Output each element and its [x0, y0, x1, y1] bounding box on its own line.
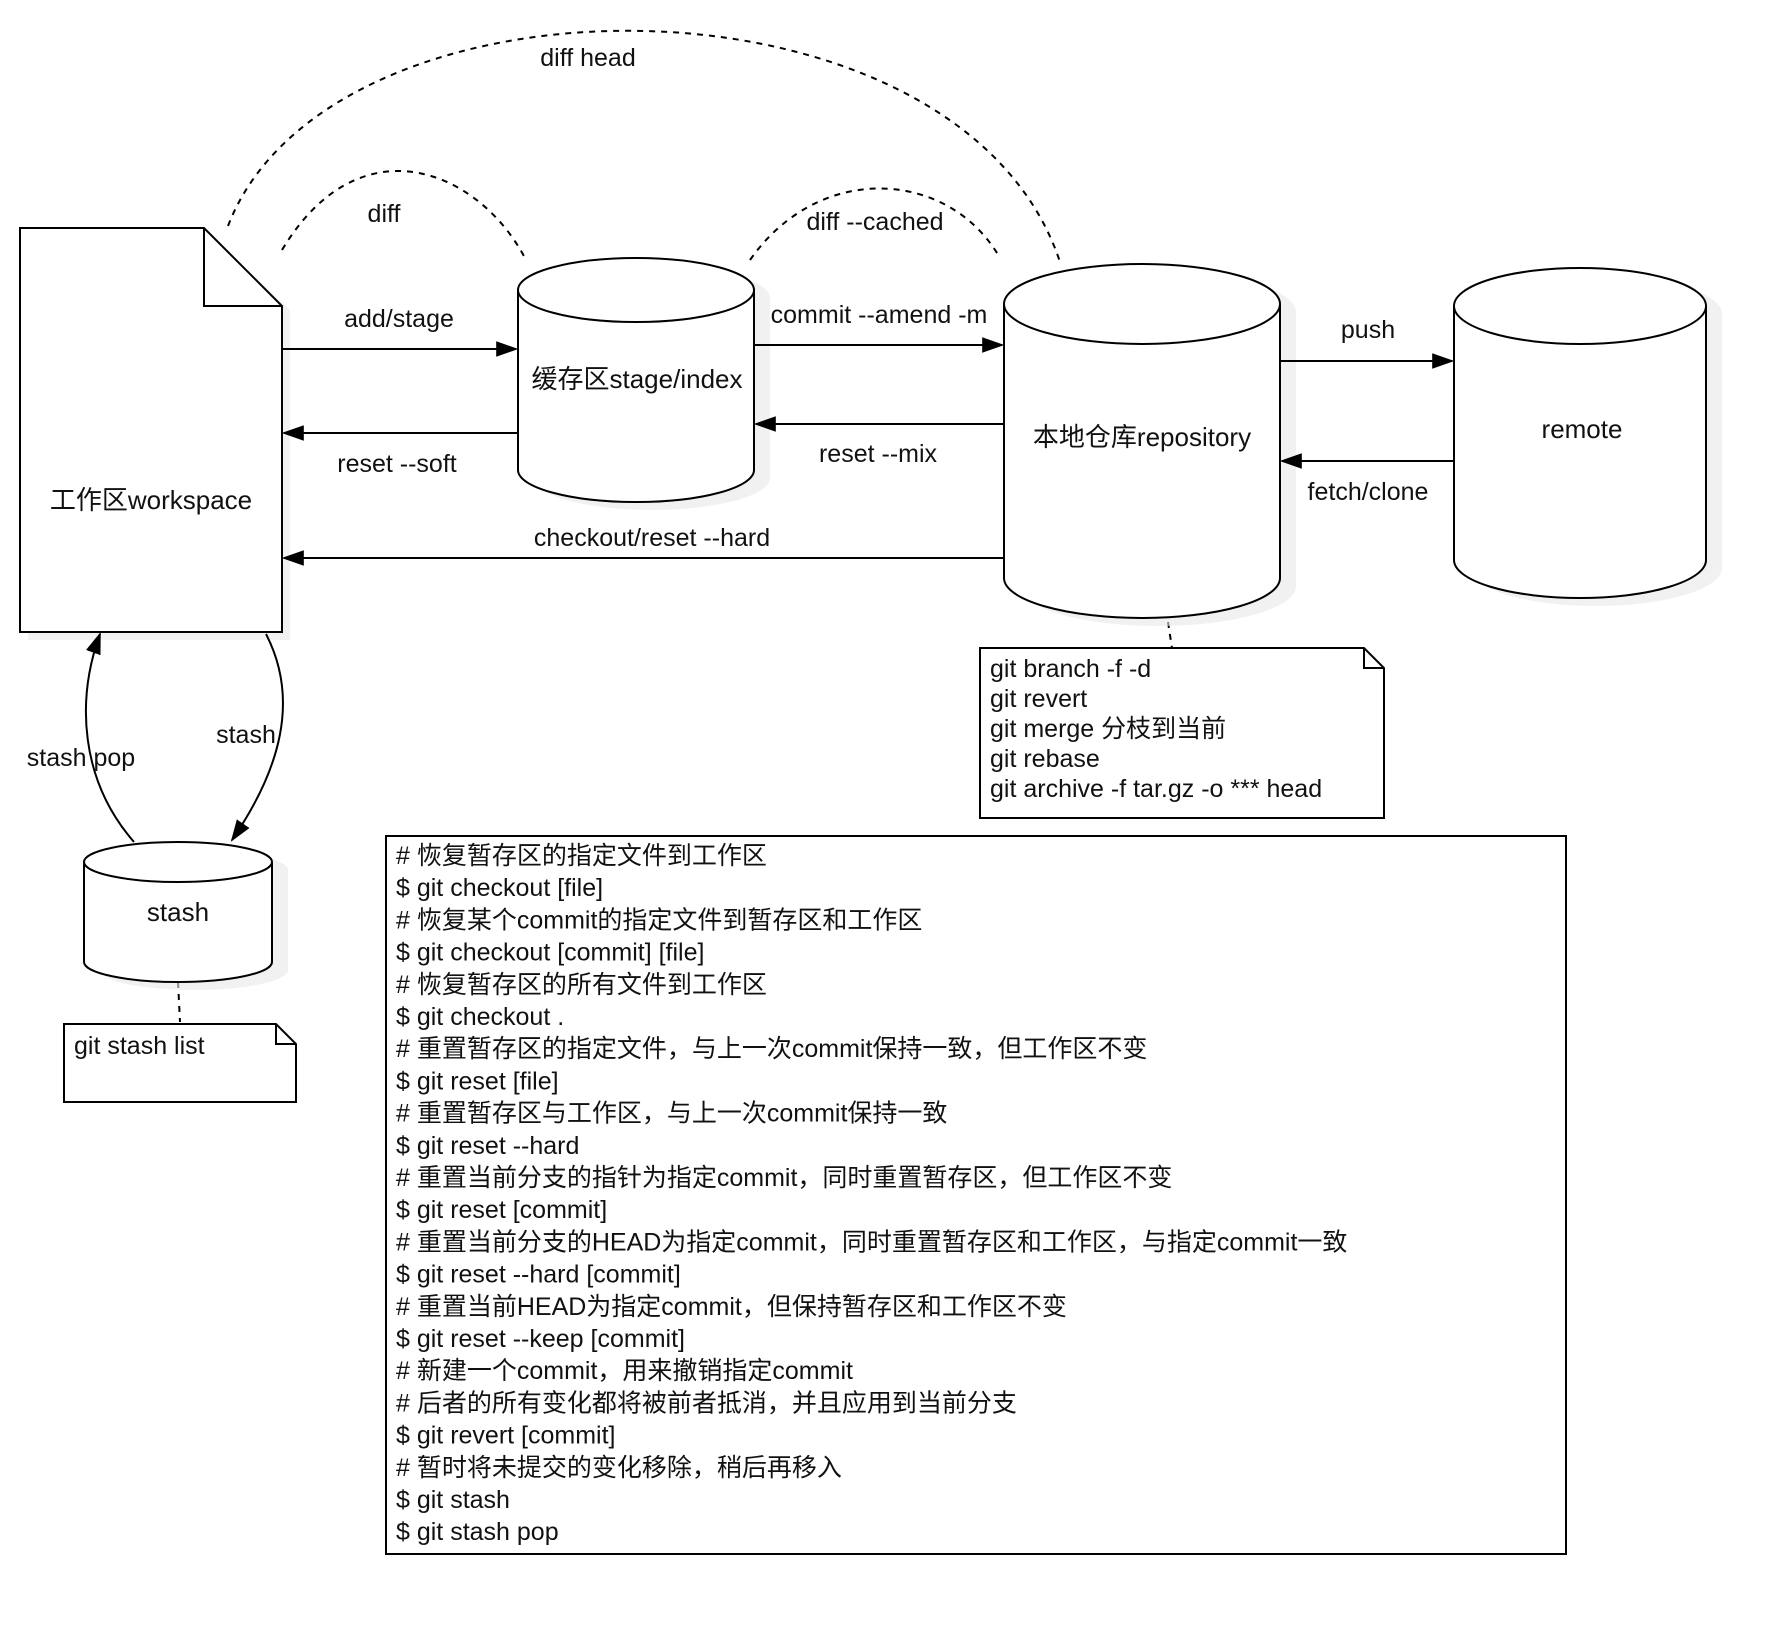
diff-label: diff	[368, 200, 401, 228]
command-line: # 新建一个commit，用来撤销指定commit	[396, 1357, 853, 1385]
command-line: # 重置当前HEAD为指定commit，但保持暂存区和工作区不变	[396, 1293, 1067, 1321]
stash-pop-label: stash pop	[27, 744, 135, 772]
commit-amend-label: commit --amend -m	[771, 301, 988, 329]
diff-head-arc	[227, 29, 1061, 263]
repo-note-line: git revert	[990, 685, 1087, 713]
command-line: $ git revert [commit]	[396, 1422, 616, 1450]
command-line: $ git stash	[396, 1486, 510, 1514]
stash-note-line: git stash list	[74, 1032, 205, 1060]
stash-pop-arrow	[84, 631, 135, 843]
command-line: # 恢复某个commit的指定文件到暂存区和工作区	[396, 906, 922, 934]
command-line: $ git checkout .	[396, 1003, 564, 1031]
repository-node: 本地仓库repository	[1003, 263, 1296, 626]
command-line: # 重置当前分支的HEAD为指定commit，同时重置暂存区和工作区，与指定co…	[396, 1228, 1347, 1256]
checkout-reset-hard-label: checkout/reset --hard	[534, 524, 770, 552]
repo-note-line: git merge 分枝到当前	[990, 715, 1226, 743]
repo-note-line: git archive -f tar.gz -o *** head	[990, 775, 1322, 803]
stash-node: stash	[83, 841, 288, 990]
command-line: $ git reset --hard [commit]	[396, 1261, 681, 1289]
workspace-node: 工作区workspace	[19, 227, 290, 640]
commands-lines: # 恢复暂存区的指定文件到工作区 $ git checkout [file] # 恢…	[396, 842, 1347, 1546]
command-line: # 恢复暂存区的指定文件到工作区	[396, 842, 767, 870]
push-label: push	[1341, 316, 1395, 344]
stash-label: stash	[147, 897, 209, 927]
repo-note-line: git branch -f -d	[990, 655, 1151, 683]
stage-node: 缓存区stage/index	[517, 257, 770, 510]
reset-mix-label: reset --mix	[819, 440, 938, 468]
command-line: $ git stash pop	[396, 1518, 559, 1546]
command-line: $ git reset [file]	[396, 1067, 559, 1095]
command-line: $ git reset --hard	[396, 1132, 579, 1160]
repo-note-line: git rebase	[990, 745, 1100, 773]
diff-cached-arc	[749, 187, 1001, 261]
add-stage-label: add/stage	[344, 305, 454, 333]
reset-soft-label: reset --soft	[337, 450, 457, 478]
diff-arc	[281, 170, 527, 261]
diff-cached-label: diff --cached	[806, 208, 943, 236]
repo-note-connector	[1167, 621, 1173, 649]
workspace-label: 工作区workspace	[50, 485, 252, 515]
commands-box: # 恢复暂存区的指定文件到工作区 $ git checkout [file] # 恢…	[385, 835, 1567, 1555]
repo-note: git branch -f -d git revert git merge 分枝…	[979, 647, 1385, 819]
command-line: # 重置暂存区与工作区，与上一次commit保持一致	[396, 1100, 947, 1128]
stash-note: git stash list	[63, 1023, 297, 1103]
command-line: # 重置当前分支的指针为指定commit，同时重置暂存区，但工作区不变	[396, 1164, 1172, 1192]
command-line: $ git reset --keep [commit]	[396, 1325, 685, 1353]
stash-arrow	[230, 633, 284, 842]
remote-label: remote	[1542, 414, 1623, 444]
repository-label: 本地仓库repository	[1033, 422, 1251, 452]
diff-head-label: diff head	[540, 44, 635, 72]
command-line: # 恢复暂存区的所有文件到工作区	[396, 971, 767, 999]
stage-label: 缓存区stage/index	[532, 364, 743, 394]
command-line: # 后者的所有变化都将被前者抵消，并且应用到当前分支	[396, 1389, 1017, 1417]
stash-label-edge: stash	[216, 721, 276, 749]
command-line: $ git reset [commit]	[396, 1196, 607, 1224]
remote-node: remote	[1453, 267, 1722, 606]
fetch-clone-label: fetch/clone	[1308, 478, 1429, 506]
command-line: # 重置暂存区的指定文件，与上一次commit保持一致，但工作区不变	[396, 1035, 1147, 1063]
command-line: # 暂时将未提交的变化移除，稍后再移入	[396, 1454, 842, 1482]
command-line: $ git checkout [commit] [file]	[396, 939, 704, 967]
command-line: $ git checkout [file]	[396, 874, 603, 902]
